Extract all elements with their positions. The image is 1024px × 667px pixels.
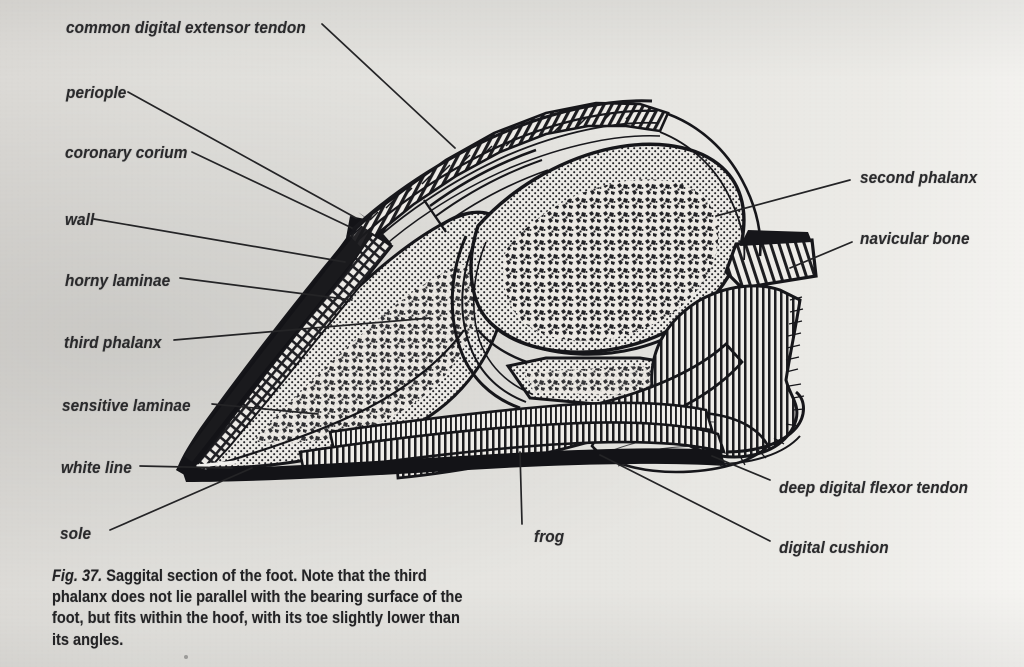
figure-caption: Fig. 37. Saggital section of the foot. N… [52, 566, 475, 651]
label-wall: wall [65, 211, 95, 229]
leader-frog [519, 451, 523, 525]
leader-common-digital-extensor-tendon [321, 23, 456, 149]
label-sole: sole [60, 525, 92, 543]
leader-wall [93, 218, 346, 263]
label-common-digital-extensor-tendon: common digital extensor tendon [66, 19, 306, 37]
label-frog: frog [534, 528, 565, 546]
leader-white-line [139, 465, 233, 469]
label-sensitive-laminae: sensitive laminae [62, 397, 191, 415]
leader-deep-digital-flexor-tendon [711, 455, 771, 481]
leader-horny-laminae [179, 277, 353, 301]
figure-number: Fig. 37. [52, 567, 103, 585]
figure-caption-text: Saggital section of the foot. Note that … [52, 567, 463, 649]
label-second-phalanx: second phalanx [860, 169, 978, 187]
label-white-line: white line [61, 459, 132, 477]
label-digital-cushion: digital cushion [779, 539, 889, 557]
label-horny-laminae: horny laminae [65, 272, 171, 290]
leader-second-phalanx [715, 179, 851, 217]
label-third-phalanx: third phalanx [64, 334, 162, 352]
leader-digital-cushion [599, 454, 771, 542]
label-coronary-corium: coronary corium [65, 144, 188, 162]
label-navicular-bone: navicular bone [860, 230, 970, 248]
leader-navicular-bone [789, 241, 853, 269]
leader-coronary-corium [191, 151, 353, 229]
leader-third-phalanx [173, 317, 431, 341]
scan-speck [184, 655, 188, 659]
label-deep-digital-flexor-tendon: deep digital flexor tendon [779, 479, 969, 497]
label-periople: periople [66, 84, 127, 102]
leader-sensitive-laminae [211, 403, 319, 415]
